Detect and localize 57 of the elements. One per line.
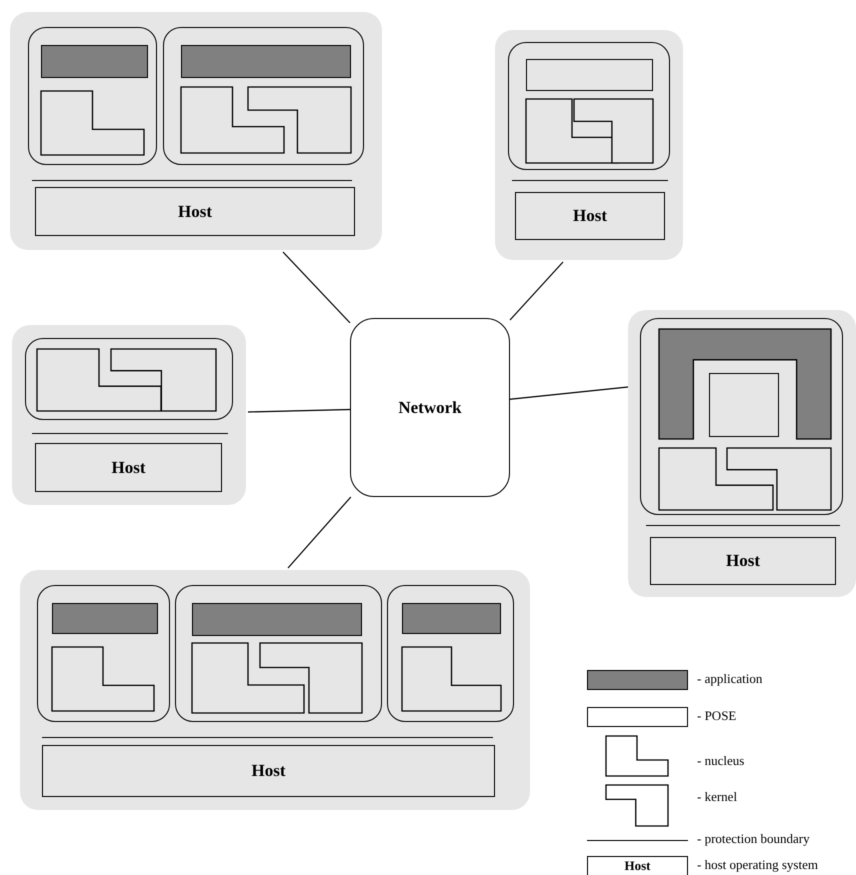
kernel-shape (727, 448, 831, 510)
process-container (387, 585, 514, 722)
host-label: Host (178, 202, 212, 222)
application-bar (192, 603, 362, 636)
legend-label: - nucleus (697, 753, 744, 769)
process-container (175, 585, 382, 722)
kernel-shape (260, 643, 362, 713)
application-shape (659, 329, 831, 439)
nucleus-shape (192, 643, 304, 713)
host-box (650, 537, 836, 585)
application-bar (52, 603, 158, 634)
pose-box (526, 59, 653, 91)
application-bar (402, 603, 501, 634)
process-container (508, 42, 670, 170)
kernel-shape (574, 99, 653, 163)
legend-label: - POSE (697, 708, 736, 724)
process-container (640, 318, 843, 515)
host-label: Host (112, 458, 146, 478)
host-box (42, 745, 495, 797)
nucleus-shape (659, 448, 773, 510)
application-bar (41, 45, 148, 78)
host-label: Host (726, 551, 760, 571)
process-container (37, 585, 170, 722)
host-box (35, 187, 355, 236)
process-container (28, 27, 157, 165)
kernel-shape (111, 349, 216, 411)
legend-label: - kernel (697, 789, 738, 805)
legend-label: - host operating system (697, 857, 818, 873)
host-machine-panel (20, 570, 530, 810)
network-label: Network (398, 398, 462, 418)
host-label: Host (252, 761, 286, 781)
nucleus-shape (181, 87, 284, 153)
kernel-shape (248, 87, 351, 153)
nucleus-shape (37, 349, 161, 411)
legend-label: - application (697, 671, 762, 687)
connector-line (510, 262, 564, 320)
pose-box (709, 373, 779, 437)
host-machine-panel (495, 30, 683, 260)
network-box (350, 318, 510, 497)
connector-line (288, 496, 352, 568)
nucleus-shape (402, 647, 501, 711)
connector-line (248, 408, 350, 413)
nucleus-shape (41, 91, 144, 155)
host-machine-panel (628, 310, 856, 597)
host-box (35, 443, 222, 492)
host-box (515, 192, 665, 240)
legend-sample-label: Host (624, 857, 650, 875)
process-container (25, 338, 233, 420)
host-label: Host (573, 206, 607, 226)
nucleus-shape (52, 647, 154, 711)
host-machine-panel (10, 12, 382, 250)
host-machine-panel (12, 325, 246, 505)
legend-label: - protection boundary (697, 831, 810, 847)
process-container (163, 27, 364, 165)
connector-line (282, 252, 350, 324)
connector-line (510, 386, 628, 400)
application-bar (181, 45, 351, 78)
